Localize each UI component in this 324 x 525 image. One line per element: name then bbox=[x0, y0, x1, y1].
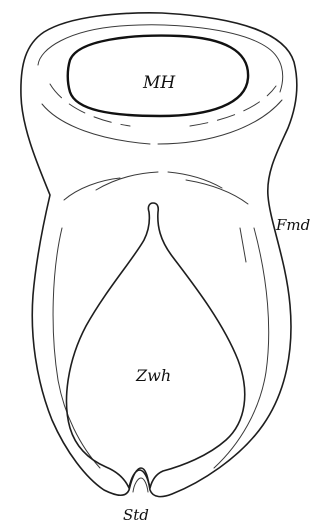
std-notch bbox=[133, 478, 148, 492]
label-zwh: Zwh bbox=[135, 366, 171, 385]
ring-inner-guide-right bbox=[190, 86, 276, 126]
label-mh: MH bbox=[142, 73, 176, 93]
label-std: Std bbox=[123, 506, 149, 524]
chamber-top-arc-left bbox=[64, 178, 120, 200]
zwh-chamber-outline bbox=[67, 203, 245, 488]
right-wall-dash bbox=[240, 228, 246, 262]
chamber-top-arc-right bbox=[186, 180, 248, 204]
right-wall-inner-line bbox=[214, 228, 269, 468]
ring-inner-guide-left bbox=[50, 84, 130, 126]
chamber-top-arc-upper-right bbox=[168, 172, 222, 188]
chamber-top-arc-upper bbox=[96, 172, 158, 190]
label-fmd: Fmd bbox=[275, 216, 310, 234]
